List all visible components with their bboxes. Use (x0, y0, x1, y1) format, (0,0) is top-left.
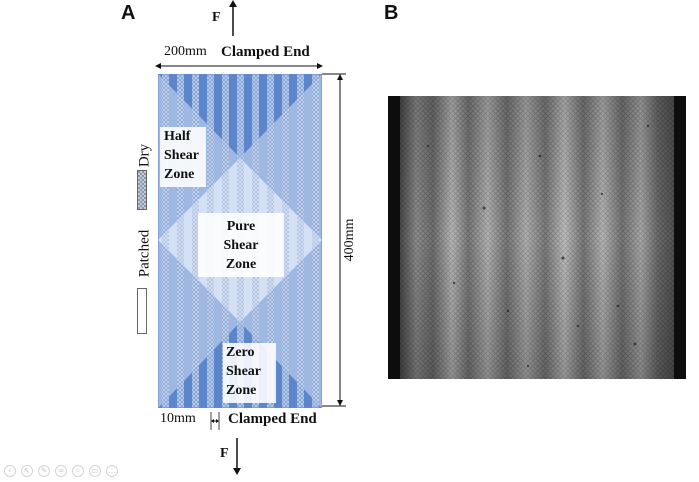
height-dimension-label: 400mm (342, 218, 357, 262)
zero-shear-zone-label: Zero Shear Zone (223, 343, 276, 403)
legend-patched-swatch (137, 288, 147, 334)
panel-b-label: B (384, 2, 399, 24)
legend-patched-label: Patched (136, 229, 153, 278)
legend-dry-swatch (137, 170, 147, 210)
force-arrow-bottom (233, 438, 241, 475)
strip-dimension-arrow (210, 412, 220, 430)
pen-icon[interactable]: ✎ (38, 465, 50, 477)
pure-shear-zone-label: Pure Shear Zone (198, 213, 284, 277)
specimen-photograph (388, 96, 686, 379)
panel-a-label: A (121, 2, 136, 24)
screen-icon[interactable]: ▭ (89, 465, 101, 477)
strip-dimension-label: 10mm (160, 411, 196, 426)
more-icon[interactable]: … (106, 465, 118, 477)
link-icon[interactable]: ∞ (55, 465, 67, 477)
zoom-icon[interactable]: ⌕ (72, 465, 84, 477)
legend-dry-label: Dry (136, 143, 153, 168)
bottom-clamped-end-label: Clamped End (228, 411, 317, 427)
half-shear-zone-label: Half Shear Zone (160, 127, 206, 187)
height-dimension-arrow (322, 73, 346, 407)
force-label-bottom: F (220, 446, 229, 461)
pointer-icon[interactable]: ↖ (21, 465, 33, 477)
force-arrow-top (229, 0, 237, 36)
force-label-top: F (212, 10, 221, 25)
top-clamped-end-label: Clamped End (221, 44, 310, 60)
width-dimension-arrow (155, 63, 323, 69)
width-dimension-label: 200mm (164, 44, 207, 59)
back-icon[interactable]: ‹ (4, 465, 16, 477)
